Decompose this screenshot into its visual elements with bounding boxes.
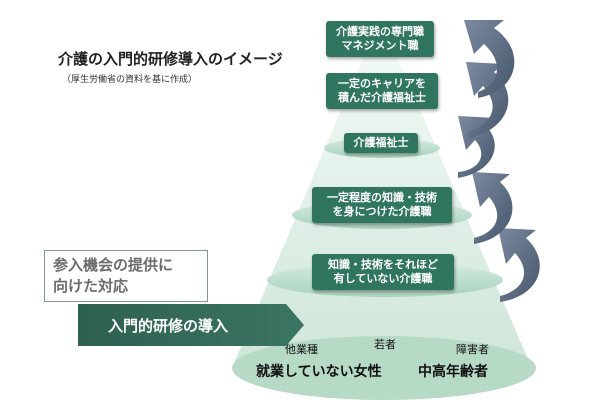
level-label: 有していない介護職 [333, 272, 433, 285]
group-non-working-women: 就業していない女性 [256, 364, 382, 380]
level-box-specialist: 介護実践の専門職 マネジメント職 [326, 21, 434, 57]
level-label: 介護福祉士 [353, 136, 409, 149]
page-title: 介護の入門的研修導入のイメージ [58, 50, 283, 68]
level-label: を身につけた介護職 [332, 205, 432, 218]
group-disabled: 障害者 [456, 343, 489, 356]
level-label: マネジメント職 [341, 39, 419, 52]
level-box-beginner: 知識・技術をそれほど 有していない介護職 [312, 254, 454, 290]
level-label: 一定程度の知識・技術 [327, 191, 437, 204]
level-label: 介護実践の専門職 [336, 25, 424, 38]
base-ellipse [232, 336, 536, 400]
group-youth: 若者 [374, 338, 396, 351]
level-label: 知識・技術をそれほど [328, 258, 438, 271]
source-note: （厚生労働省の資料を基に作成） [62, 75, 198, 85]
entry-opportunity-callout: 参入機会の提供に 向けた対応 [44, 250, 208, 302]
step-arrow-icon [472, 172, 513, 244]
callout-line: 参入機会の提供に [53, 256, 174, 274]
callout-line: 向けた対応 [53, 277, 129, 295]
level-label: 一定のキャリアを [338, 77, 426, 90]
level-label: 積んだ介護福祉士 [338, 91, 426, 104]
step-arrow-icon [498, 228, 540, 302]
banner-arrow-shape [78, 304, 304, 346]
group-middle-aged-elderly: 中高年齢者 [418, 364, 488, 380]
level-box-career: 一定のキャリアを 積んだ介護福祉士 [326, 73, 438, 109]
step-arrow-icon [464, 20, 515, 98]
level-box-intermediate: 一定程度の知識・技術 を身につけた介護職 [312, 187, 452, 223]
intro-training-banner-label: 入門的研修の導入 [108, 317, 229, 335]
group-other-industries: 他業種 [285, 343, 318, 356]
level-box-care-worker: 介護福祉士 [344, 133, 418, 153]
